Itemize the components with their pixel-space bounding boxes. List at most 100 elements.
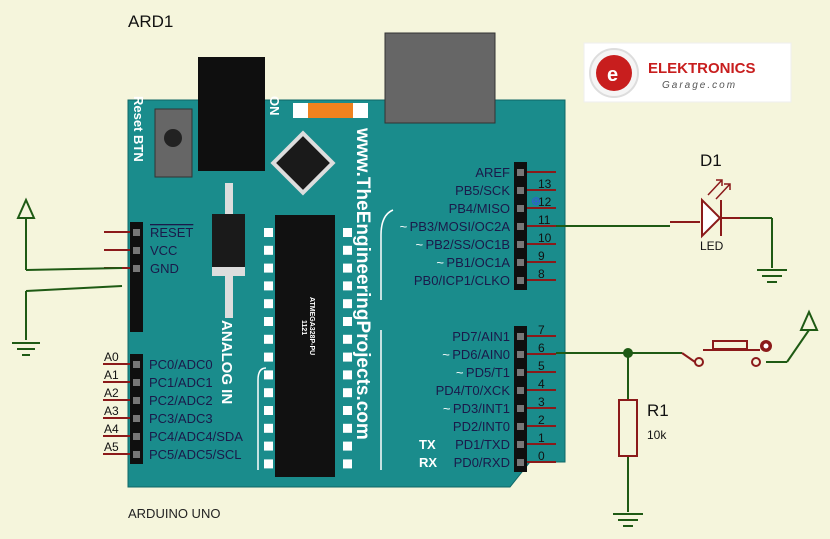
vcc-terminal-arrow	[16, 197, 36, 219]
resistor-ref: R1	[647, 401, 669, 420]
pin-number: 1	[538, 431, 545, 445]
digital-pin-label: PD1/TXD	[455, 437, 510, 452]
ic-pad	[264, 459, 273, 469]
ic-pad	[343, 245, 352, 255]
on-led	[308, 103, 353, 118]
ic-pad	[264, 370, 273, 380]
analog-pin-label: PC4/ADC4/SDA	[149, 429, 243, 444]
header-pin[interactable]	[517, 441, 524, 448]
header-pin[interactable]	[133, 379, 140, 386]
header-pin[interactable]	[517, 333, 524, 340]
header-pin[interactable]	[517, 405, 524, 412]
ic-pad	[264, 281, 273, 291]
ic-pad	[264, 352, 273, 362]
pin-number: 8	[538, 267, 545, 281]
header-pin[interactable]	[517, 277, 524, 284]
analog-wire-label: A2	[104, 386, 119, 400]
analog-pin-label: PC2/ADC2	[149, 393, 213, 408]
pin-number: 2	[538, 413, 545, 427]
header-pin[interactable]	[517, 423, 524, 430]
ground-symbol-resistor	[613, 513, 643, 527]
header-pin[interactable]	[517, 259, 524, 266]
component-ref: ARD1	[128, 12, 173, 31]
component-name: ARDUINO UNO	[128, 506, 220, 521]
ic-pad	[264, 406, 273, 415]
header-pin[interactable]	[133, 265, 140, 272]
ic-pad-group	[264, 228, 352, 469]
pin-number: 13	[538, 177, 552, 191]
left-bracket	[257, 367, 267, 470]
pwm-tilde: ~	[443, 401, 451, 416]
digital-pin-label: PD0/RXD	[454, 455, 510, 470]
analog-wire-label: A4	[104, 422, 119, 436]
button-wiring	[556, 329, 810, 512]
digital-pin-label: PB3/MOSI/OC2A	[410, 219, 511, 234]
reset-label: Reset BTN	[131, 96, 146, 162]
logo-sub: Garage.com	[662, 80, 737, 91]
ic-pad	[343, 370, 352, 380]
digital-pin-label: PB4/MISO	[449, 201, 510, 216]
ic-pad	[343, 334, 352, 344]
pin-number: 10	[538, 231, 552, 245]
header-pin[interactable]	[517, 205, 524, 212]
led-ref: D1	[700, 151, 722, 170]
power-header	[130, 222, 143, 332]
pin-number: 4	[538, 377, 545, 391]
analog-wire-label: A1	[104, 368, 119, 382]
header-pin[interactable]	[517, 223, 524, 230]
logo-mark: e	[607, 64, 618, 86]
analog-pin-label: PC3/ADC3	[149, 411, 213, 426]
reset-button-cap[interactable]	[164, 129, 182, 147]
ic-pad	[264, 423, 273, 433]
pin-number: 3	[538, 395, 545, 409]
chip-code: 1121	[300, 320, 307, 335]
ic-pad	[343, 352, 352, 362]
header-pin[interactable]	[517, 187, 524, 194]
digital-pin-label: PD5/T1	[466, 365, 510, 380]
header-pin[interactable]	[133, 433, 140, 440]
header-pin[interactable]	[133, 361, 140, 368]
digital-pin-label: AREF	[475, 165, 510, 180]
header-pin[interactable]	[133, 229, 140, 236]
header-pin[interactable]	[133, 415, 140, 422]
power-pin-label: GND	[150, 261, 179, 276]
led-d1[interactable]	[670, 179, 740, 239]
header-pin[interactable]	[517, 387, 524, 394]
ic-pad	[343, 459, 352, 469]
resistor-r1[interactable]	[618, 399, 638, 457]
analog-pin-label: PC5/ADC5/SCL	[149, 447, 241, 462]
header-pin[interactable]	[133, 451, 140, 458]
atmega-chip[interactable]	[275, 215, 335, 477]
pin-number: 6	[538, 341, 545, 355]
power-pin-label: VCC	[150, 243, 177, 258]
vcc-terminal-arrow-right	[799, 309, 819, 331]
header-pin[interactable]	[133, 397, 140, 404]
serial-tag: RX	[419, 455, 437, 470]
ic-pad	[343, 406, 352, 415]
pwm-tilde: ~	[442, 347, 450, 362]
push-button[interactable]	[681, 340, 772, 367]
header-pin[interactable]	[517, 241, 524, 248]
analog-pin-label: PC1/ADC1	[149, 375, 213, 390]
header-pin[interactable]	[133, 247, 140, 254]
digital-pin-label: PB5/SCK	[455, 183, 510, 198]
ic-pad	[343, 263, 352, 273]
pin-number: 12	[538, 195, 552, 209]
website-text: www.TheEngineeringProjects.com	[352, 127, 373, 440]
header-pin[interactable]	[517, 459, 524, 466]
header-pin[interactable]	[517, 369, 524, 376]
usb-connector	[384, 32, 496, 124]
analog-wire-label: A0	[104, 350, 119, 364]
right-bracket-top	[380, 209, 394, 300]
pin-number: 9	[538, 249, 545, 263]
digital-pin-label: PB2/SS/OC1B	[425, 237, 510, 252]
power-pin-label: RESET	[150, 225, 193, 240]
ic-pad	[343, 388, 352, 398]
ic-pad	[343, 423, 352, 433]
pwm-tilde: ~	[456, 365, 464, 380]
header-pin[interactable]	[517, 169, 524, 176]
header-pin[interactable]	[517, 351, 524, 358]
digital-pin-label: PD4/T0/XCK	[436, 383, 511, 398]
led-value: LED	[700, 239, 724, 253]
